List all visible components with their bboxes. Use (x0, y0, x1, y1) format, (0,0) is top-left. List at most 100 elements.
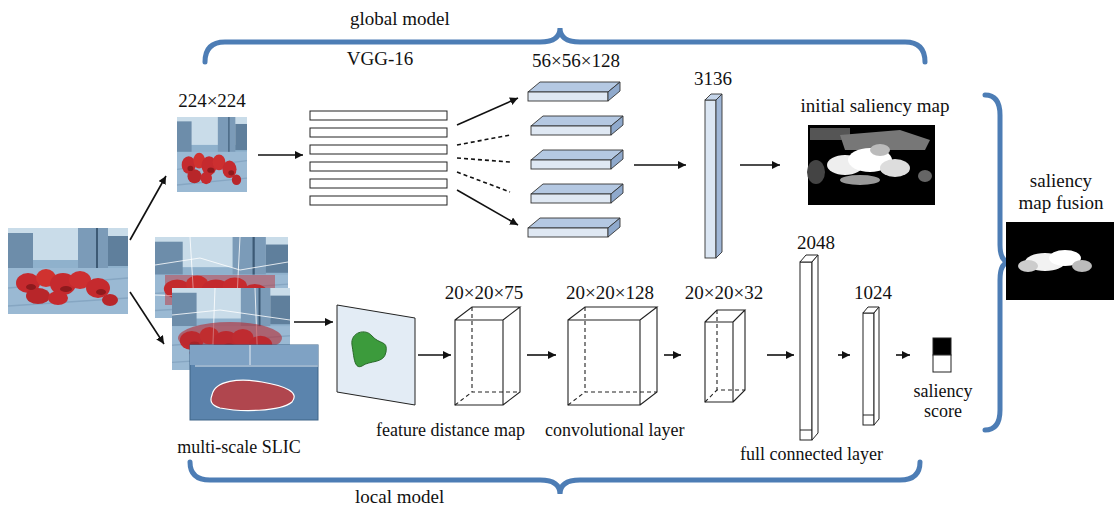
saliency-image (840, 175, 880, 185)
fc-bar (812, 255, 818, 440)
cube (705, 310, 745, 402)
node-text: 56×56×128 (520, 50, 632, 72)
saliency-image (807, 160, 825, 184)
brace (190, 28, 1010, 494)
node-text: saliency score (912, 381, 974, 422)
distance-panel (337, 305, 415, 405)
fc-bar (874, 307, 879, 425)
fan-lines (457, 135, 510, 145)
text-label: global model (350, 8, 450, 30)
fan-lines (457, 172, 510, 192)
cube (568, 307, 657, 405)
arrow (740, 164, 780, 166)
arrow (664, 354, 681, 356)
score-node: saliency score (912, 336, 974, 422)
feature-maps (531, 184, 623, 203)
distance-panel (352, 332, 386, 367)
saliency-image (808, 125, 935, 205)
vector-bar (705, 100, 716, 258)
fusion-image (1072, 260, 1092, 272)
fusion-image (1006, 222, 1114, 300)
node-text: 224×224 (168, 90, 256, 112)
feature-maps (531, 116, 623, 135)
arrow (258, 154, 303, 156)
fusion-image (1006, 222, 1114, 300)
cube (455, 307, 520, 405)
saliency-image (880, 159, 910, 177)
node-text: saliency map fusion (1013, 170, 1109, 214)
fc-node: 1024 (852, 282, 894, 427)
input-image (8, 228, 128, 314)
fc-bar (800, 430, 812, 431)
slic-arrows (294, 321, 333, 323)
slic-images (211, 380, 294, 410)
cube (455, 307, 745, 405)
vector-bar (716, 94, 722, 258)
vgg-layers (310, 111, 447, 205)
cube (568, 307, 657, 405)
text-label: feature distance map (376, 420, 525, 441)
image-node: 224×224 (168, 90, 256, 194)
arrow (838, 354, 850, 356)
arrow (457, 98, 518, 125)
fc-bar (800, 262, 812, 440)
node-text: VGG-16 (305, 48, 455, 70)
saliency-image (870, 144, 890, 156)
vgg-layers (310, 128, 447, 137)
node-text: initial saliency map (782, 95, 968, 117)
vector-bar (705, 94, 722, 258)
fc-node: 2048 (796, 232, 836, 442)
fan-lines (457, 158, 510, 162)
vgg-layers (310, 179, 447, 188)
arrow (896, 354, 910, 356)
score-box (933, 355, 951, 372)
score-box (933, 338, 951, 372)
saliency-image (807, 125, 935, 205)
node-text: 2048 (796, 232, 836, 254)
slic-images (155, 237, 318, 420)
slic-images (195, 345, 318, 366)
fusion-image (1018, 260, 1038, 272)
brace (190, 462, 920, 494)
distance-panel (337, 305, 415, 405)
arrow (527, 354, 556, 356)
feature-maps (528, 82, 620, 101)
cube-node: 20×20×128 (558, 282, 662, 407)
cube-node: 20×20×32 (683, 282, 765, 407)
node-text: 20×20×128 (558, 282, 662, 304)
feature-maps-node: 56×56×128 (520, 50, 632, 246)
cube (455, 307, 520, 405)
input-image (8, 228, 128, 314)
input-arrow (130, 176, 166, 240)
cube (705, 310, 745, 402)
text-label: full connected layer (740, 444, 883, 465)
fan-lines (457, 190, 518, 225)
fc-bar (863, 313, 874, 425)
slic-arrows (418, 354, 451, 356)
vector-node: 3136 (688, 68, 738, 260)
fan-lines (457, 135, 518, 225)
vgg-layers (310, 111, 447, 120)
score-box (933, 338, 951, 355)
resized-image (177, 117, 247, 192)
node-text: multi-scale SLIC (150, 437, 328, 458)
node-text: 20×20×75 (443, 282, 525, 304)
map-node: initial saliency map (782, 95, 968, 207)
vgg-layers (310, 145, 447, 154)
slic-node: multi-scale SLIC (150, 232, 328, 458)
node-text: 20×20×32 (683, 282, 765, 304)
slic-images (190, 345, 318, 420)
resized-image (177, 117, 247, 192)
cube-node: 20×20×75 (443, 282, 525, 407)
text-label: local model (355, 486, 444, 508)
fc-bar (863, 415, 874, 416)
feature-maps (528, 218, 620, 237)
vgg-layers (310, 196, 447, 205)
arrow (767, 354, 794, 356)
saliency-image (918, 170, 932, 182)
feature-maps (531, 150, 623, 169)
feature-maps (528, 82, 623, 237)
fusion-node: saliency map fusion (1006, 170, 1116, 300)
network-block: VGG-16 (305, 48, 455, 210)
